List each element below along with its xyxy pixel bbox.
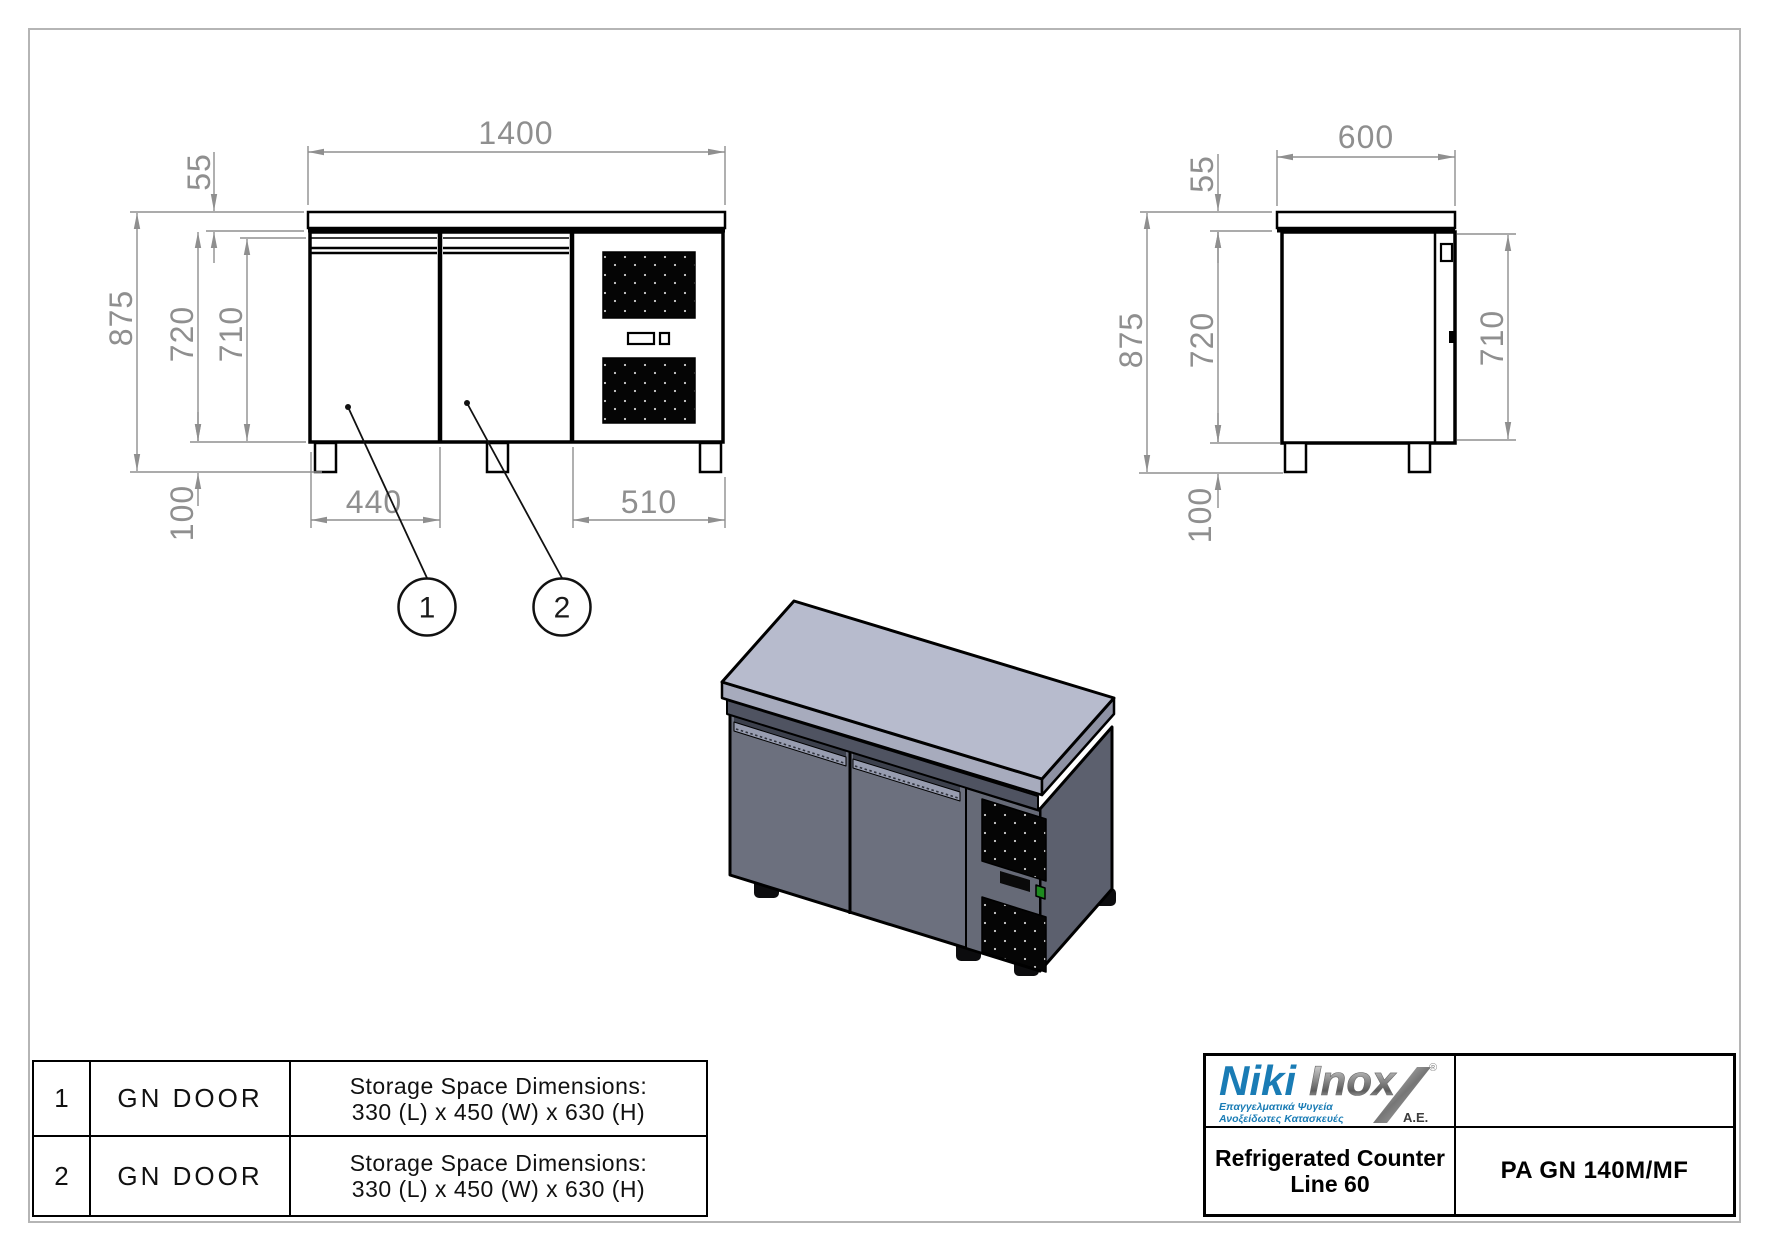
side-body — [1280, 230, 1457, 445]
sheet-border — [28, 28, 1741, 1223]
table-row1-name: GN DOOR — [91, 1062, 291, 1137]
callout-balloon-2 — [532, 577, 592, 637]
front-control-switch — [658, 331, 671, 346]
model-code: PA GN 140M/MF — [1500, 1157, 1689, 1184]
table-row2-no: 2 — [34, 1137, 91, 1215]
front-dim-leg: 100 — [164, 485, 200, 541]
front-countertop-edge — [308, 227, 725, 233]
front-dim-body: 720 — [164, 306, 200, 362]
front-dim-compressor-width: 510 — [621, 484, 677, 520]
product-name-line1: Refrigerated Counter — [1214, 1145, 1446, 1171]
row2-spec-title: Storage Space Dimensions: — [349, 1150, 648, 1176]
table-row2-name: GN DOOR — [91, 1137, 291, 1215]
row2-number: 2 — [54, 1160, 69, 1191]
side-dim-door: 710 — [1474, 310, 1510, 366]
front-door2-reveal-lines — [443, 237, 569, 255]
title-block-logo-cell: Niki Inox ® Επαγγελματικά Ψυγεία Ανοξείδ… — [1206, 1056, 1456, 1128]
title-block: Niki Inox ® Επαγγελματικά Ψυγεία Ανοξείδ… — [1203, 1053, 1736, 1217]
side-dim-body: 720 — [1184, 312, 1220, 368]
title-block-product-cell: Refrigerated Counter Line 60 — [1206, 1128, 1456, 1214]
front-dim-door-width: 440 — [346, 484, 402, 520]
front-dim-door: 710 — [213, 306, 249, 362]
logo-inox-text: Inox — [1309, 1057, 1397, 1104]
table-row2-spec: Storage Space Dimensions: 330 (L) x 450 … — [291, 1137, 706, 1215]
front-door1-reveal-lines — [311, 237, 437, 255]
title-block-model-cell: PA GN 140M/MF — [1456, 1128, 1733, 1214]
front-dim-top: 55 — [181, 153, 217, 191]
title-block-empty-cell — [1456, 1056, 1733, 1128]
front-dim-width: 1400 — [478, 115, 553, 151]
side-dim-top: 55 — [1184, 155, 1220, 193]
row1-part-name: GN DOOR — [117, 1083, 263, 1113]
side-dim-height: 875 — [1113, 312, 1149, 368]
side-hinge — [1439, 242, 1454, 263]
nikiinox-logo: Niki Inox ® Επαγγελματικά Ψυγεία Ανοξείδ… — [1218, 1057, 1437, 1125]
front-view — [306, 210, 727, 474]
side-countertop-edge — [1277, 227, 1455, 233]
front-countertop — [306, 210, 727, 230]
front-dim-height: 875 — [103, 290, 139, 346]
front-view-dimension-labels: 1400 55 875 720 710 100 440 510 — [103, 115, 677, 541]
iso-condenser-grille-top — [981, 798, 1047, 882]
logo-tagline-1: Επαγγελματικά Ψυγεία — [1219, 1101, 1333, 1113]
side-countertop — [1275, 210, 1457, 230]
side-view — [1275, 210, 1457, 474]
side-dim-leg: 100 — [1182, 487, 1218, 543]
callout-1-label: 1 — [419, 592, 436, 625]
front-control-display — [626, 331, 656, 346]
row2-spec-value: 330 (L) x 450 (W) x 630 (H) — [351, 1176, 646, 1202]
iso-control-display — [1000, 871, 1030, 892]
row1-number: 1 — [54, 1083, 69, 1113]
callout-balloon-1 — [397, 577, 457, 637]
table-row1-spec: Storage Space Dimensions: 330 (L) x 450 … — [291, 1062, 706, 1137]
side-handle-mark — [1449, 331, 1455, 343]
row2-part-name: GN DOOR — [117, 1160, 263, 1191]
callouts: 1 2 — [345, 400, 592, 637]
row1-spec-title: Storage Space Dimensions: — [349, 1072, 648, 1099]
side-dim-width: 600 — [1338, 119, 1394, 155]
front-condenser-grille-bottom — [602, 357, 696, 424]
product-name: Refrigerated Counter Line 60 — [1215, 1145, 1445, 1197]
table-row1-no: 1 — [34, 1062, 91, 1137]
iso-top-recess — [726, 699, 1039, 811]
front-condenser-grille-top — [602, 251, 696, 319]
callout-2-label: 2 — [554, 592, 571, 625]
row1-spec-value: 330 (L) x 450 (W) x 630 (H) — [351, 1098, 646, 1125]
side-view-dimension-labels: 600 55 875 720 100 710 — [1113, 119, 1510, 543]
iso-condenser-grille-bottom — [981, 896, 1047, 973]
logo-niki-text: Niki — [1219, 1057, 1297, 1104]
isometric-view — [720, 599, 1116, 976]
logo-ae-suffix: Α.Ε. — [1403, 1110, 1428, 1125]
logo-slash — [1373, 1067, 1431, 1123]
iso-power-led — [1035, 884, 1046, 900]
front-view-dimensions — [130, 146, 726, 528]
parts-table: 1 GN DOOR Storage Space Dimensions: 330 … — [32, 1060, 708, 1217]
logo-registered-mark: ® — [1429, 1062, 1437, 1074]
iso-worktop-surface — [720, 599, 1116, 781]
product-name-line2: Line 60 — [1290, 1171, 1370, 1197]
side-legs — [1283, 441, 1432, 474]
logo-tagline-2: Ανοξείδωτες Κατασκευές — [1218, 1113, 1344, 1125]
side-view-dimensions — [1139, 150, 1516, 508]
